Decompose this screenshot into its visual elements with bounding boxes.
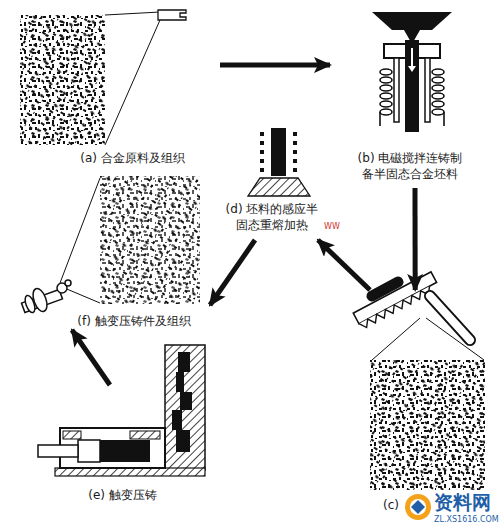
billet-cutting-illustration [353,272,485,490]
flow-arrow [220,62,330,67]
process-stage: (b) 电磁搅拌连铸制 备半固态合金坯料 [330,8,495,188]
process-stage: (e) 触变压铸 [30,385,215,510]
watermark-url: ZL.XS1616.COM [434,515,499,525]
stage-label: (d) 坯料的感应半 固态重熔加热 [222,201,322,233]
cast-part-illustration [21,176,200,314]
watermark-logo [405,494,431,520]
stage-label: (c) [383,497,413,513]
process-stage: (d) 坯料的感应半 固态重熔加热 [222,125,322,240]
die-casting-illustration [38,345,205,476]
flow-arrow [318,240,370,290]
stage-label: (e) 触变压铸 [30,487,215,503]
stage-label: (b) 电磁搅拌连铸制 备半固态合金坯料 [345,150,475,182]
casting-machine-illustration [372,12,452,132]
flow-arrow [72,330,110,385]
flow-arrow [210,240,255,305]
watermark-mark: WW [324,222,340,232]
flow-arrow [412,188,417,290]
process-stage: (c) [355,290,495,515]
process-stage: (f) 触变压铸件及组织 [15,170,210,330]
watermark-text: 资料网 [434,492,491,513]
stage-label: (a) 合金原料及组织 [45,150,220,166]
process-stage: (a) 合金原料及组织 [15,8,220,168]
induction-coil-illustration [248,128,310,196]
stage-label: (f) 触变压铸件及组织 [55,313,213,329]
raw-alloy-illustration [20,10,186,145]
